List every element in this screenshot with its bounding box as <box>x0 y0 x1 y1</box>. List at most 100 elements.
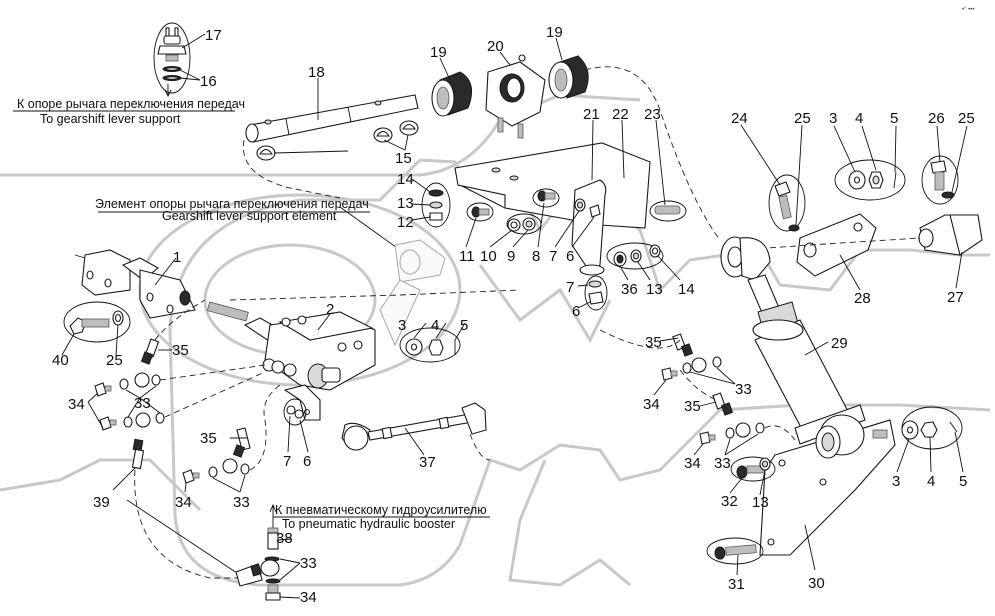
callout-13-mid: 13 <box>646 281 663 298</box>
callout-34-left-lower: 34 <box>175 494 192 511</box>
callout-37: 37 <box>419 454 436 471</box>
callout-16: 16 <box>200 73 217 90</box>
washer-nut-pin-3-4-5-lower <box>901 406 963 450</box>
fasteners-7-6-valve <box>283 398 307 426</box>
callout-40: 40 <box>52 352 69 369</box>
callout-6-upper: 6 <box>566 248 574 265</box>
callout-34-left: 34 <box>68 396 85 413</box>
callout-27: 27 <box>947 289 964 306</box>
callout-35-right-lower: 35 <box>684 398 701 415</box>
callout-13-lower: 13 <box>752 494 769 511</box>
callout-18: 18 <box>308 64 325 81</box>
callout-10: 10 <box>480 248 497 265</box>
callout-39: 39 <box>93 494 110 511</box>
callout-30: 30 <box>808 575 825 592</box>
callout-9: 9 <box>507 248 515 265</box>
shaft-18 <box>242 94 419 199</box>
clevis-28 <box>796 213 877 277</box>
bracket-30 <box>759 414 896 556</box>
washer-nut-pin-3-4-5-upper <box>834 159 906 201</box>
bracket-1 <box>74 249 196 319</box>
callout-3-mid: 3 <box>398 317 406 334</box>
callout-5-mid: 5 <box>460 317 468 334</box>
callout-35-left-lower: 35 <box>200 430 217 447</box>
callout-3-upper: 3 <box>829 110 837 127</box>
callout-32: 32 <box>721 493 738 510</box>
callout-25-left: 25 <box>106 352 123 369</box>
callout-31: 31 <box>728 576 745 593</box>
callout-4-mid: 4 <box>431 317 439 334</box>
callout-33-left-lower: 33 <box>233 494 250 511</box>
bolt-23 <box>649 200 687 222</box>
corner-mark: •° ••• <box>962 7 974 13</box>
callout-23: 23 <box>644 106 661 123</box>
callout-35-left-upper: 35 <box>172 342 189 359</box>
callout-33-booster: 33 <box>300 555 317 572</box>
callout-4-lower: 4 <box>927 473 935 490</box>
callout-35-right-upper: 35 <box>645 334 662 351</box>
callout-2: 2 <box>326 301 334 318</box>
callout-25-upper-left: 25 <box>794 110 811 127</box>
callout-19-left: 19 <box>430 44 447 61</box>
hose-fittings-left <box>94 299 281 579</box>
caption-support-element-ru: Элемент опоры рычага переключения переда… <box>95 197 369 211</box>
bolt-31 <box>706 537 764 565</box>
caption-gearshift-support-ru: К опоре рычага переключения передач <box>17 97 245 111</box>
bolt-24-washer-25 <box>768 174 806 232</box>
fasteners-11-10-9-8 <box>466 188 560 235</box>
hose-fittings-right <box>599 329 796 445</box>
callout-6-lower: 6 <box>572 303 580 320</box>
housing-20 <box>485 54 546 139</box>
fasteners-7-6-lower <box>584 275 608 311</box>
callout-4-upper: 4 <box>855 110 863 127</box>
callout-22: 22 <box>612 106 629 123</box>
callout-5-upper: 5 <box>890 110 898 127</box>
callout-11: 11 <box>459 248 475 265</box>
caption-booster-ru: К пневматическому гидроусилителю <box>275 503 487 517</box>
bushing-19-right <box>548 55 589 99</box>
callout-36: 36 <box>621 281 638 298</box>
support-plate-22 <box>454 142 651 276</box>
bolt-32-washer-13 <box>730 456 776 482</box>
callout-33-left: 33 <box>134 395 151 412</box>
callout-14-top: 14 <box>397 171 414 188</box>
callout-28: 28 <box>854 290 871 307</box>
fasteners-36-13-14 <box>606 242 664 270</box>
valve-2 <box>206 289 521 421</box>
callout-13-top: 13 <box>397 195 414 212</box>
callout-34-booster: 34 <box>300 589 317 606</box>
rod-37 <box>341 402 491 461</box>
nut-27 <box>918 214 983 256</box>
callout-21: 21 <box>583 106 600 123</box>
fasteners-14-13-12 <box>421 182 451 228</box>
callout-29: 29 <box>831 335 848 352</box>
callout-33-right-lower: 33 <box>714 455 731 472</box>
bushing-19-left <box>431 71 473 117</box>
callout-7-lower: 7 <box>566 279 574 296</box>
callout-6-valve: 6 <box>303 453 311 470</box>
callout-8: 8 <box>532 248 540 265</box>
booster-fittings-38-33-34 <box>235 527 281 601</box>
callout-7-valve: 7 <box>283 453 291 470</box>
support-element-ghost <box>379 239 446 347</box>
caption-gearshift-support-en: To gearshift lever support <box>40 112 181 126</box>
callout-24: 24 <box>731 110 748 127</box>
callout-15: 15 <box>395 150 412 167</box>
callout-14-mid: 14 <box>678 281 695 298</box>
washer-nut-pin-3-4-5-mid <box>399 327 461 363</box>
bolt-26-washer-25 <box>921 155 959 205</box>
fasteners-7-6-bracket <box>574 198 601 218</box>
callout-17: 17 <box>205 27 222 44</box>
callout-38: 38 <box>276 530 293 547</box>
caption-booster-en: To pneumatic hydraulic booster <box>282 517 455 531</box>
callout-34-right-upper: 34 <box>643 396 660 413</box>
callout-7-upper: 7 <box>549 248 557 265</box>
callout-20: 20 <box>487 38 504 55</box>
callout-33-right-upper: 33 <box>735 381 752 398</box>
callout-1: 1 <box>173 249 181 266</box>
callout-5-lower: 5 <box>959 473 967 490</box>
callout-12: 12 <box>397 214 414 231</box>
caption-support-element-en: Gearshift lever support element <box>162 209 337 223</box>
bolt-40-washer-25 <box>63 301 131 343</box>
